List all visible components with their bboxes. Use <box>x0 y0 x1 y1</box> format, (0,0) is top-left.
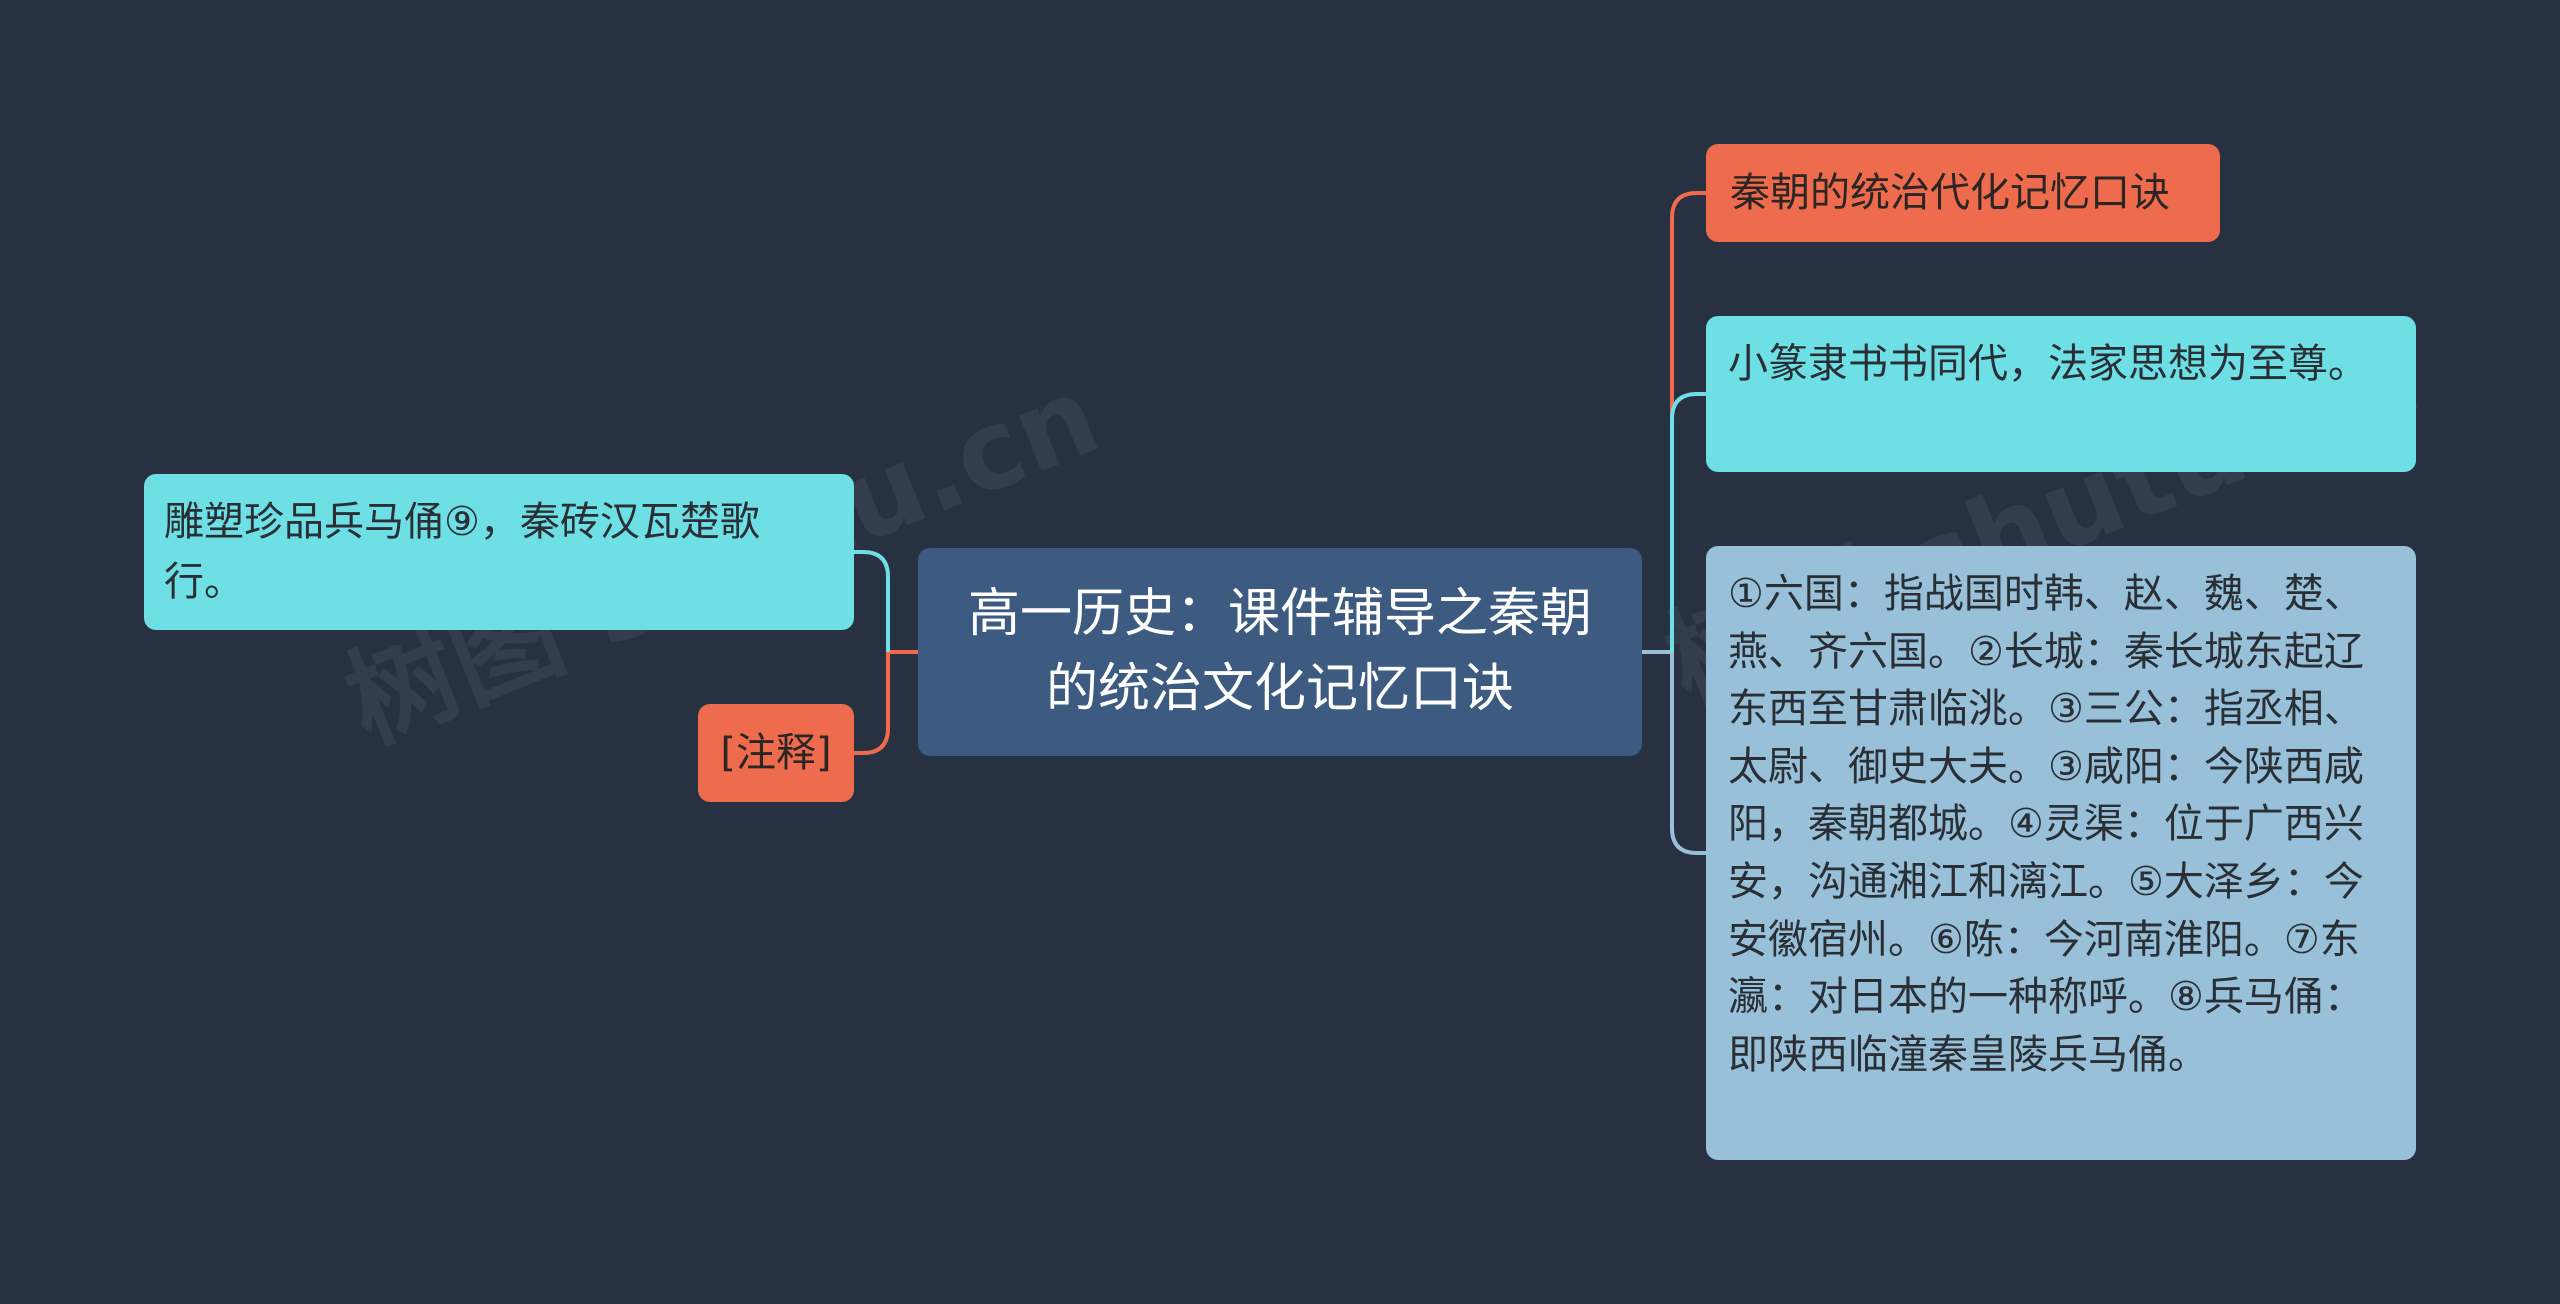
link-to-notes <box>1670 652 1706 855</box>
link-to-sculpture <box>854 550 890 652</box>
node-annotations-detail[interactable]: ①六国：指战国时韩、赵、魏、楚、燕、齐六国。②长城：秦长城东起辽东西至甘肃临洮。… <box>1706 546 2416 1160</box>
center-topic-text: 高一历史：课件辅导之秦朝的统治文化记忆口诀 <box>967 583 1592 719</box>
node-script-legalism[interactable]: 小篆隶书书同代，法家思想为至尊。 <box>1706 316 2416 472</box>
node-text: 秦朝的统治代化记忆口诀 <box>1730 170 2170 216</box>
link-to-xiaozhuan <box>1670 392 1706 652</box>
node-text: ①六国：指战国时韩、赵、魏、楚、燕、齐六国。②长城：秦长城东起辽东西至甘肃临洮。… <box>1728 571 2364 1078</box>
link-to-zhushi <box>854 652 890 755</box>
center-topic[interactable]: 高一历史：课件辅导之秦朝的统治文化记忆口诀 <box>918 548 1642 756</box>
node-text: [注释] <box>720 730 832 776</box>
link-to-title-qin <box>1670 191 1706 652</box>
node-text: 雕塑珍品兵马俑⑨，秦砖汉瓦楚歌行。 <box>164 499 760 605</box>
node-qin-mnemonic-title[interactable]: 秦朝的统治代化记忆口诀 <box>1706 144 2220 242</box>
node-text: 小篆隶书书同代，法家思想为至尊。 <box>1728 341 2368 387</box>
node-terracotta-sculpture[interactable]: 雕塑珍品兵马俑⑨，秦砖汉瓦楚歌行。 <box>144 474 854 630</box>
node-annotation-label[interactable]: [注释] <box>698 704 854 802</box>
